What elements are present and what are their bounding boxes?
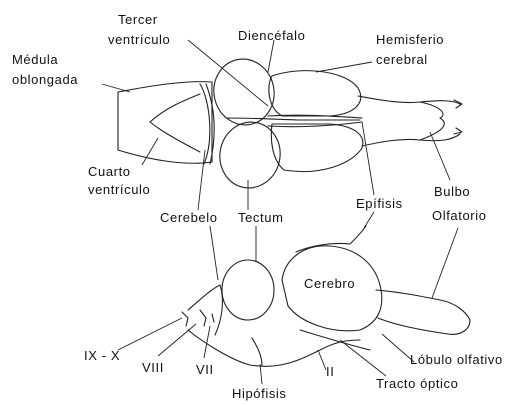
tectum-side	[222, 260, 274, 320]
leader-ix-x	[118, 318, 182, 350]
label-diencefalo: Diencéfalo	[238, 28, 305, 43]
label-viii: VIII	[142, 360, 164, 375]
label-medula-1: Médula	[12, 52, 58, 67]
label-hipofisis: Hipófisis	[232, 386, 287, 401]
label-epifisis: Epífisis	[356, 196, 403, 211]
medulla-side	[188, 285, 222, 335]
hemisphere-lower	[271, 124, 363, 172]
fourth-ventricle-outline	[150, 94, 200, 152]
diencephalon-midline	[226, 118, 360, 120]
leader-epifisis	[362, 122, 374, 195]
label-bulbo-2: Olfatorio	[432, 208, 487, 223]
hypophysis-side	[252, 338, 262, 366]
label-tercer-ventriculo-2: ventrículo	[108, 32, 170, 47]
epiphysis-stalk	[296, 226, 366, 252]
label-ii: II	[326, 364, 334, 379]
label-cerebro: Cerebro	[304, 276, 355, 291]
leader-hipofisis	[260, 364, 262, 384]
label-medula-2: oblongada	[12, 72, 78, 87]
olfactory-bulb-tip	[454, 100, 462, 134]
leader-medula	[102, 84, 130, 92]
leader-cerebelo-side	[210, 226, 218, 280]
leader-bulbo-side	[432, 228, 458, 298]
leader-cerebelo	[198, 150, 205, 210]
label-bulbo-1: Bulbo	[434, 184, 470, 199]
tectum-lower-lobe	[214, 116, 286, 193]
olfactory-tract-bottom	[362, 134, 460, 146]
labels: Tercer ventrículo Diencéfalo Hemisferio …	[12, 12, 503, 401]
olfactory-lobe-side	[376, 290, 470, 334]
label-hemisferio-1: Hemisferio	[376, 32, 444, 47]
dorsal-view-drawing	[118, 53, 462, 193]
label-lobulo-olfativo: Lóbulo olfativo	[410, 352, 503, 367]
cranial-nerve-roots	[182, 310, 214, 326]
label-vii: VII	[196, 362, 214, 377]
leader-viii	[158, 324, 196, 356]
hemisphere-upper	[269, 71, 361, 116]
label-tectum: Tectum	[238, 210, 284, 225]
label-cuarto-1: Cuarto	[88, 164, 131, 179]
brainstem-base	[188, 330, 360, 366]
label-tracto-optico: Tracto óptico	[376, 376, 458, 391]
leader-epifisis-side	[364, 212, 374, 228]
label-cuarto-2: ventrículo	[88, 182, 150, 197]
leader-cuarto	[142, 138, 158, 165]
label-ix-x: IX - X	[84, 348, 120, 363]
leader-diencefalo	[268, 40, 274, 72]
olfactory-tract-top	[358, 96, 460, 104]
label-tercer-ventriculo-1: Tercer	[118, 12, 158, 27]
epiphysis-outline	[268, 115, 362, 127]
leader-ii	[318, 350, 326, 370]
label-cerebelo: Cerebelo	[160, 210, 218, 225]
olfactory-bulb-shape	[420, 102, 444, 140]
label-hemisferio-2: cerebral	[376, 52, 428, 67]
leader-tracto	[340, 340, 386, 376]
lateral-view-drawing	[182, 226, 470, 366]
leader-hemisferio	[316, 62, 372, 72]
leader-tercer-ventriculo	[188, 40, 268, 106]
